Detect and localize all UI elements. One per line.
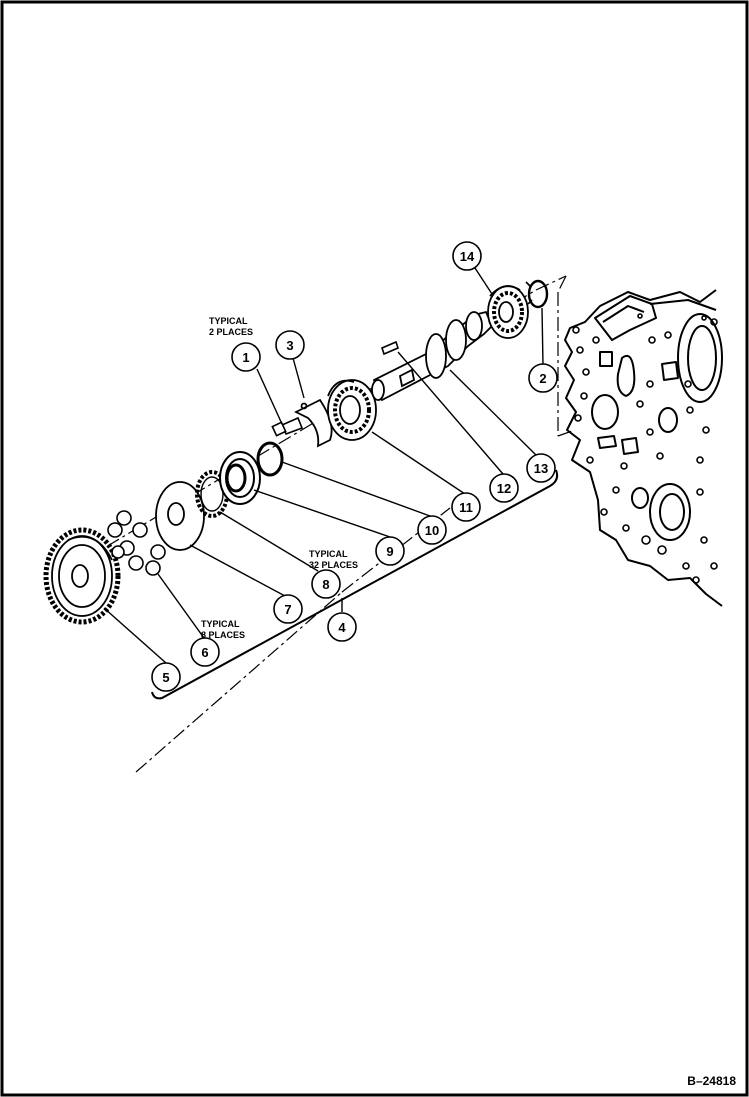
part-3-retainer-plate — [293, 398, 333, 448]
callout-12-label: 12 — [497, 481, 511, 496]
engine-block — [564, 289, 723, 607]
callouts: 1 2 3 4 5 6 7 8 — [151, 241, 558, 692]
callout-13: 13 — [526, 453, 556, 483]
callout-1-label: 1 — [242, 350, 249, 365]
callout-9-label: 9 — [386, 544, 393, 559]
callout-11: 11 — [451, 492, 481, 522]
callout-1: 1 — [231, 342, 261, 372]
callout-6-label: 6 — [201, 645, 208, 660]
note-typical-2-line1: TYPICAL — [209, 316, 248, 326]
callout-12: 12 — [489, 473, 519, 503]
figure-id: B–24818 — [687, 1074, 736, 1088]
part-10-snap-ring — [256, 441, 284, 477]
part-14-rear-bearing — [487, 285, 529, 339]
note-typical-2-line2: 2 PLACES — [209, 327, 253, 337]
note-typical-8-line2: 8 PLACES — [201, 630, 245, 640]
callout-11-label: 11 — [459, 500, 473, 515]
leader-lines — [103, 267, 544, 664]
note-typical-8-line1: TYPICAL — [201, 619, 240, 629]
part-11-ball-bearing — [327, 379, 377, 441]
callout-10-label: 10 — [425, 523, 439, 538]
note-typical-32-line1: TYPICAL — [309, 549, 348, 559]
part-1-bolt — [271, 416, 304, 437]
callout-8: 8 — [311, 569, 341, 599]
part-13-camshaft — [371, 310, 494, 402]
callout-14-label: 14 — [460, 249, 475, 264]
assembly-group-bracket — [151, 469, 559, 700]
callout-8-label: 8 — [322, 577, 329, 592]
callout-13-label: 13 — [534, 461, 548, 476]
callout-6: 6 — [190, 637, 220, 667]
callout-2-label: 2 — [539, 371, 546, 386]
callout-14: 14 — [452, 241, 482, 271]
callout-10: 10 — [417, 515, 447, 545]
callout-3: 3 — [275, 330, 305, 360]
part-2-snap-ring — [525, 279, 549, 309]
callout-3-label: 3 — [286, 338, 293, 353]
callout-7-label: 7 — [284, 602, 291, 617]
callout-9: 9 — [375, 536, 405, 566]
callout-2: 2 — [528, 363, 558, 393]
callout-4: 4 — [327, 612, 357, 642]
part-12-key — [381, 340, 399, 356]
callout-5-label: 5 — [162, 670, 169, 685]
part-5-gear — [43, 527, 121, 625]
part-7-thrust-plate — [155, 481, 205, 551]
callout-5: 5 — [151, 662, 181, 692]
part-9-bearing-race — [219, 451, 261, 505]
callout-7: 7 — [273, 594, 303, 624]
engine-block-holes — [572, 313, 718, 584]
callout-4-label: 4 — [338, 620, 346, 635]
part-6-balls — [107, 510, 166, 576]
note-typical-32-line2: 32 PLACES — [309, 560, 358, 570]
